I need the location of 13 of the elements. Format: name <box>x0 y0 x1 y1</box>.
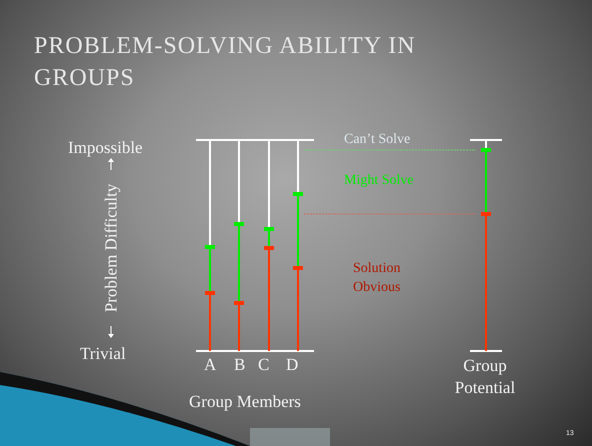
axis-end-label: Impossible <box>68 138 143 157</box>
zone-label: Solution Obvious <box>353 260 402 297</box>
axis-title: Problem Difficulty <box>102 184 120 312</box>
zone-label: Might Solve <box>344 172 414 190</box>
axis-title: Group Members <box>189 392 301 411</box>
member-label: C <box>258 355 270 374</box>
member-label: B <box>234 355 246 374</box>
slide-title: PROBLEM-SOLVING ABILITY IN GROUPS <box>34 32 417 93</box>
member-label: D <box>286 355 298 374</box>
member-label: A <box>204 355 216 374</box>
zone-label: Can’t Solve <box>344 131 410 149</box>
axis-end-label: Trivial <box>80 344 126 363</box>
axis-title: Group Potential <box>454 355 516 399</box>
